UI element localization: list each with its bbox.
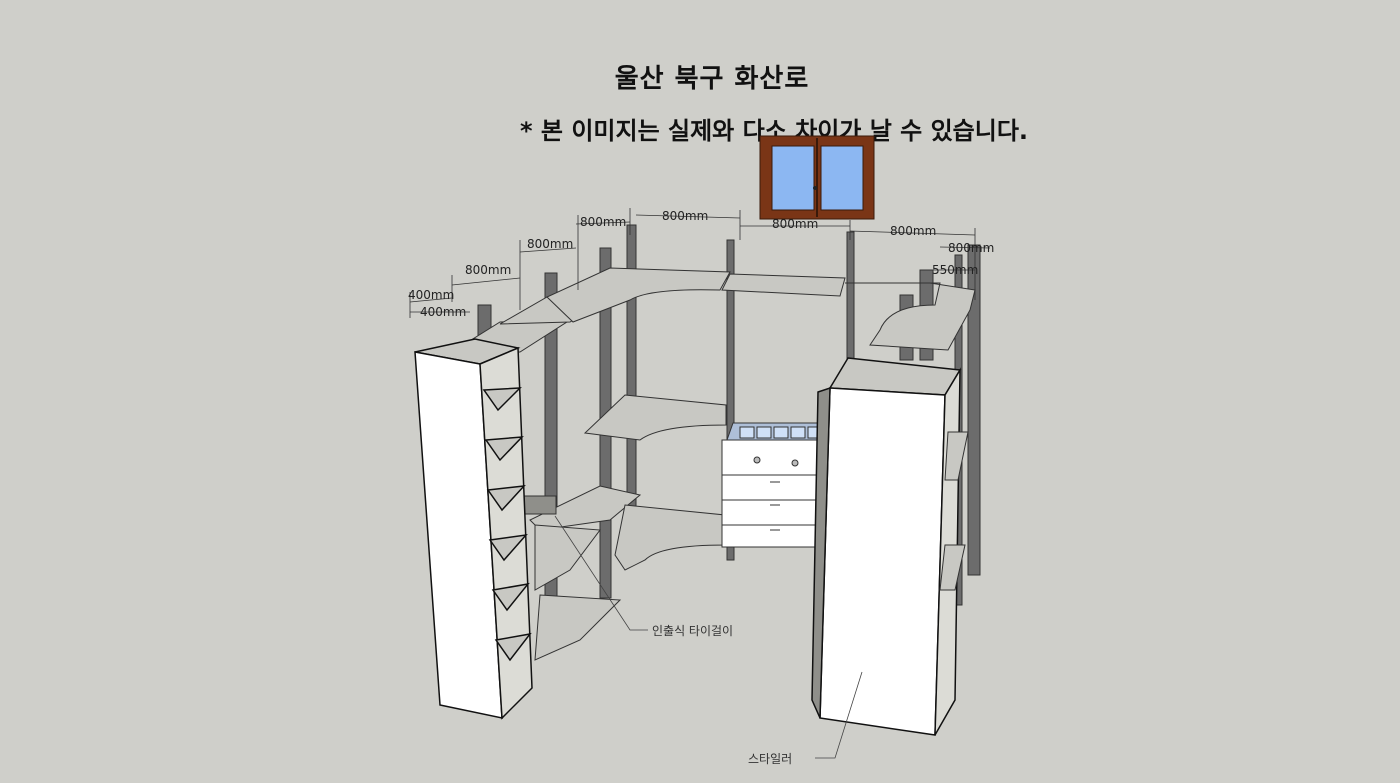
window <box>759 135 875 220</box>
dimension-labels: 400mm 400mm 800mm 800mm 800mm 800mm 800m… <box>408 209 994 319</box>
drawer-unit <box>721 422 827 548</box>
left-bookcase <box>414 338 533 720</box>
corner-shelves <box>521 394 727 661</box>
top-shelves <box>450 267 976 353</box>
callout-styler: 스타일러 <box>748 752 792 766</box>
dimension-label: 800mm <box>465 263 511 277</box>
dimension-label: 400mm <box>420 305 466 319</box>
dimension-label: 800mm <box>527 237 573 251</box>
callouts: 인출식 타이걸이 스타일러 <box>554 515 863 766</box>
dimension-lines <box>409 208 991 318</box>
diagram-title: 울산 북구 화산로 <box>614 64 810 94</box>
styler-cabinet <box>811 357 962 736</box>
dimension-label: 800mm <box>948 241 994 255</box>
dimension-label: 400mm <box>408 288 454 302</box>
dimension-label: 800mm <box>662 209 708 223</box>
dimension-label: 800mm <box>772 217 818 231</box>
dimension-label: 800mm <box>890 224 936 238</box>
dimension-label: 550mm <box>932 263 978 277</box>
dimension-label: 800mm <box>580 215 626 229</box>
right-side-shelves <box>939 431 969 591</box>
callout-tie-rack: 인출식 타이걸이 <box>652 624 733 638</box>
